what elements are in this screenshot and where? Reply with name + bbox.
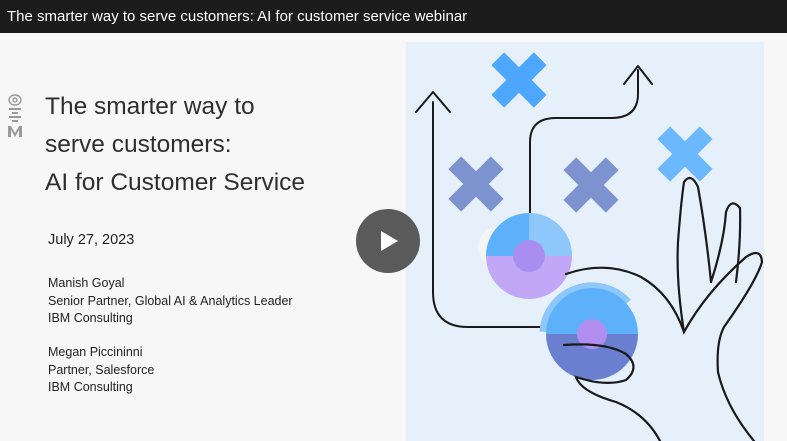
hand-illustration: [406, 42, 764, 441]
headline-line: AI for Customer Service: [45, 169, 306, 196]
speaker-role: Senior Partner, Global AI & Analytics Le…: [48, 293, 293, 308]
cross-icon: [448, 156, 504, 212]
headline-line: serve customers:: [45, 131, 232, 158]
cross-icon: [657, 126, 713, 182]
speaker-org: IBM Consulting: [48, 380, 133, 394]
slide-headline: The smarter way to serve customers: AI f…: [45, 88, 365, 202]
cross-icon: [563, 157, 619, 213]
speaker-role: Partner, Salesforce: [48, 362, 155, 377]
speaker-name: Manish Goyal: [48, 276, 125, 290]
speaker-block: Manish Goyal Senior Partner, Global AI &…: [48, 275, 293, 328]
speaker-block: Megan Piccininni Partner, Salesforce IBM…: [48, 344, 154, 397]
webinar-date: July 27, 2023: [48, 232, 135, 248]
speaker-name: Megan Piccininni: [48, 345, 143, 359]
cross-icon: [491, 52, 547, 108]
video-title[interactable]: The smarter way to serve customers: AI f…: [7, 8, 468, 25]
video-title-bar: The smarter way to serve customers: AI f…: [0, 0, 787, 33]
video-slide[interactable]: The smarter way to serve customers: AI f…: [0, 33, 787, 441]
play-button[interactable]: [356, 209, 420, 273]
speaker-org: IBM Consulting: [48, 311, 133, 325]
play-icon: [381, 231, 398, 251]
ibm-logo-icon: [8, 94, 22, 137]
headline-line: The smarter way to: [45, 93, 255, 120]
